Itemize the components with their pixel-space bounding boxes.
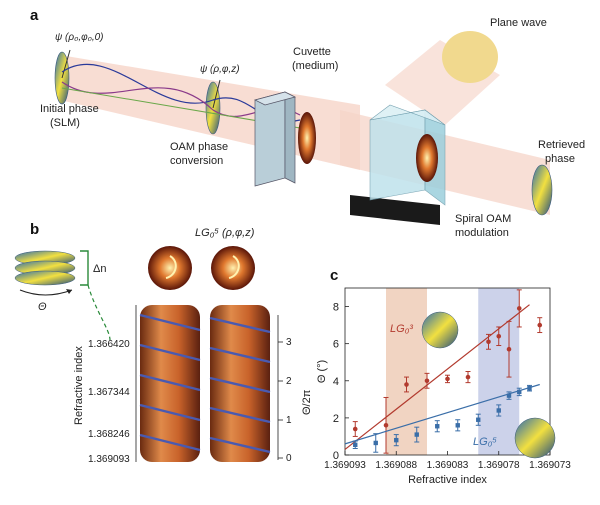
cuvette-vortex	[298, 112, 316, 164]
point-s1-1	[383, 423, 389, 428]
legend-lg3-label: LG₀³	[390, 323, 413, 335]
point-s1-7	[496, 333, 502, 339]
point-s2-8	[506, 393, 512, 398]
legend-lg5-label: LG₀⁵	[473, 436, 497, 448]
conversion-disc	[205, 79, 221, 135]
initial-phase-label-2: (SLM)	[50, 117, 80, 129]
spiral-modulator	[350, 104, 446, 225]
point-s1-2	[404, 382, 409, 387]
x-tick-label-4: 1.369073	[529, 460, 571, 471]
retrieved-label-2: phase	[545, 153, 575, 165]
vortex-top-1-arm	[165, 255, 177, 279]
panel-c: c 0 2 4 6 8 1.369093 1.369088 1.369083 1.369078 1…	[316, 267, 571, 486]
cuvette-label-1: Cuvette	[293, 46, 331, 58]
modulator-vortex	[416, 134, 438, 182]
mode-label: LG₀⁵ (ρ,φ,z)	[195, 227, 255, 239]
point-s2-3	[414, 432, 419, 437]
point-s2-0	[353, 442, 358, 447]
panel-c-letter: c	[330, 267, 338, 284]
cuvette	[254, 91, 316, 187]
legend-lg3: LG₀³	[390, 311, 459, 349]
point-s2-4	[435, 424, 440, 429]
oam-conversion-label-2: conversion	[170, 155, 223, 167]
shaded-region-1	[386, 288, 427, 455]
x-tick-label-1: 1.369088	[375, 460, 417, 471]
legend-lg3-disc	[421, 311, 459, 349]
slm-disc	[54, 49, 71, 105]
spiral-mod-label-2: modulation	[455, 227, 509, 239]
helix-cylinder-2	[209, 305, 271, 462]
retrieved-label-1: Retrieved	[538, 139, 585, 151]
psi-initial-label: ψ (ρ₀,φ₀,0)	[55, 32, 104, 43]
legend-lg5-disc	[514, 417, 556, 459]
point-s2-9	[517, 389, 522, 395]
theta-tick-label-3: 3	[286, 337, 292, 348]
helix-cylinder-1	[139, 305, 201, 462]
point-s1-6	[486, 339, 491, 345]
x-axis-label: Refractive index	[408, 474, 487, 486]
point-s2-1	[373, 440, 378, 446]
y-tick-4: 1.369093	[88, 454, 130, 465]
theta-vs-index-chart: 0 2 4 6 8 1.369093 1.369088 1.369083 1.369078 1.3…	[316, 287, 571, 486]
x-tick-label-0: 1.369093	[324, 460, 366, 471]
y-tick-2: 1.367344	[88, 387, 130, 398]
point-s2-2	[394, 437, 399, 443]
y-tick-label-0: 0	[333, 450, 339, 462]
y-tick-label-3: 6	[333, 339, 339, 351]
cuvette-label-2: (medium)	[292, 60, 338, 72]
retrieved-disc	[531, 164, 553, 216]
delta-n-link	[87, 284, 111, 341]
panel-a-letter: a	[30, 7, 39, 24]
y-tick-label-2: 4	[333, 376, 339, 388]
point-s2-7	[496, 408, 501, 413]
theta-tick-label-1: 1	[286, 415, 292, 426]
point-s1-4	[445, 376, 450, 382]
y-axis-label: Θ (°)	[316, 360, 328, 383]
y-tick-label-1: 2	[333, 413, 339, 425]
psi-conversion-label: ψ (ρ,φ,z)	[200, 64, 240, 75]
vortex-top-2	[211, 246, 255, 290]
panel-b: b Θ Δn LG₀⁵ (ρ,φ,z) 1.3664	[14, 221, 313, 465]
delta-n-bracket	[80, 250, 89, 286]
vortex-top-2-arm	[228, 255, 240, 279]
initial-phase-label-1: Initial phase	[40, 103, 99, 115]
theta-over-2pi-label: Θ/2π	[301, 389, 313, 415]
point-s1-8	[506, 346, 512, 352]
point-s2-10	[527, 386, 532, 391]
point-s1-10	[537, 322, 543, 328]
theta-tick-label-0: 0	[286, 453, 292, 464]
legend-lg5: LG₀⁵	[473, 417, 556, 459]
x-tick-label-2: 1.369083	[427, 460, 469, 471]
refractive-index-axis-label: Refractive index	[73, 346, 85, 425]
plane-wave-label: Plane wave	[490, 17, 547, 29]
point-s1-9	[516, 306, 522, 311]
panel-a: a	[30, 7, 585, 239]
shaded-region-2	[478, 288, 520, 455]
vortex-top-1	[148, 246, 192, 290]
oam-conversion-label-1: OAM phase	[170, 141, 228, 153]
theta-label: Θ	[38, 301, 47, 313]
delta-n-label: Δn	[93, 263, 106, 275]
y-tick-3: 1.368246	[88, 429, 130, 440]
x-tick-label-3: 1.369078	[478, 460, 520, 471]
y-tick-label-4: 8	[333, 302, 339, 314]
stacked-discs	[14, 250, 76, 296]
panel-b-letter: b	[30, 221, 39, 238]
point-s2-6	[476, 417, 481, 422]
theta-tick-label-2: 2	[286, 376, 292, 387]
point-s1-5	[465, 374, 471, 380]
point-s1-3	[424, 378, 430, 384]
point-s2-5	[455, 423, 460, 428]
y-tick-1: 1.366420	[88, 339, 130, 350]
plane-wave-disc	[442, 31, 498, 83]
spiral-mod-label-1: Spiral OAM	[455, 213, 511, 225]
point-s1-0	[352, 426, 358, 432]
